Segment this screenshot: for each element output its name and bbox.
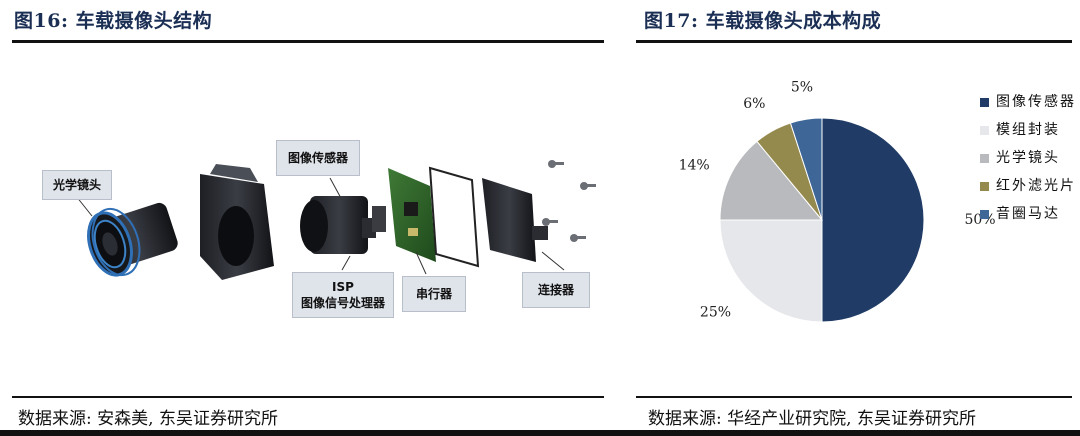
right-source-note: 数据来源: 华经产业研究院, 东吴证券研究所 — [648, 409, 976, 429]
sensor-mount-part — [300, 196, 376, 254]
left-source-note: 数据来源: 安森美, 东吴证券研究所 — [18, 409, 278, 429]
pie-slice — [821, 117, 925, 323]
isp-label: ISP — [332, 280, 354, 294]
right-figure-panel: 图17: 车载摄像头成本构成 50%25%14%6%5% 图像传感器模组封装光学… — [632, 0, 1080, 436]
legend-item: 音圈马达 — [980, 204, 1080, 224]
legend-label: 红外滤光片 — [996, 178, 1076, 194]
bottom-border-bar — [0, 430, 1080, 436]
serializer-label: 串行器 — [415, 287, 452, 301]
sensor-callout: 图像传感器 — [276, 140, 360, 176]
connector-label: 连接器 — [537, 283, 574, 297]
lens-callout: 光学镜头 — [42, 170, 112, 200]
title-rule — [636, 40, 1072, 43]
figure-16-title: 图16: 车载摄像头结构 — [14, 10, 213, 32]
image-sensor-chip — [372, 206, 386, 232]
title-rule — [12, 40, 604, 43]
legend-label: 音圈马达 — [996, 206, 1060, 222]
legend-item: 模组封装 — [980, 120, 1080, 140]
housing-part — [200, 164, 274, 280]
figure-17-title: 图17: 车载摄像头成本构成 — [644, 10, 882, 32]
legend-swatch — [980, 210, 989, 219]
legend-item: 红外滤光片 — [980, 176, 1080, 196]
source-rule — [12, 396, 604, 398]
pie-legend: 图像传感器模组封装光学镜头红外滤光片音圈马达 — [980, 92, 1080, 232]
legend-item: 光学镜头 — [980, 148, 1080, 168]
isp-description-label: 图像信号处理器 — [300, 296, 385, 310]
legend-swatch — [980, 182, 989, 191]
lens-label: 光学镜头 — [52, 178, 101, 192]
legend-item: 图像传感器 — [980, 92, 1080, 112]
pie-slice — [719, 219, 823, 323]
legend-label: 光学镜头 — [996, 150, 1060, 166]
serializer-callout: 串行器 — [402, 276, 466, 312]
source-rule — [636, 396, 1072, 398]
pie-slice — [789, 117, 823, 221]
screws — [542, 160, 596, 242]
legend-swatch — [980, 126, 989, 135]
pie-value-label: 14% — [679, 158, 710, 174]
serializer-board — [388, 168, 436, 262]
sensor-label: 图像传感器 — [287, 151, 348, 165]
isp-callout: ISP 图像信号处理器 — [292, 272, 394, 318]
legend-swatch — [980, 154, 989, 163]
pie-value-label: 6% — [743, 96, 765, 112]
connector-callout: 连接器 — [522, 272, 590, 308]
legend-swatch — [980, 98, 989, 107]
seal-gasket — [428, 166, 480, 268]
camera-exploded-diagram — [75, 160, 596, 280]
pie-value-label: 25% — [700, 305, 731, 321]
pie-value-label: 5% — [791, 80, 813, 96]
connector-rear-cover — [482, 178, 548, 262]
legend-label: 图像传感器 — [996, 94, 1076, 110]
optical-lens-part — [87, 202, 178, 277]
left-figure-panel: 图16: 车载摄像头结构 — [12, 10, 604, 429]
cost-pie-chart: 50%25%14%6%5% — [679, 80, 996, 323]
legend-label: 模组封装 — [996, 122, 1060, 138]
pie-slice — [719, 140, 824, 221]
